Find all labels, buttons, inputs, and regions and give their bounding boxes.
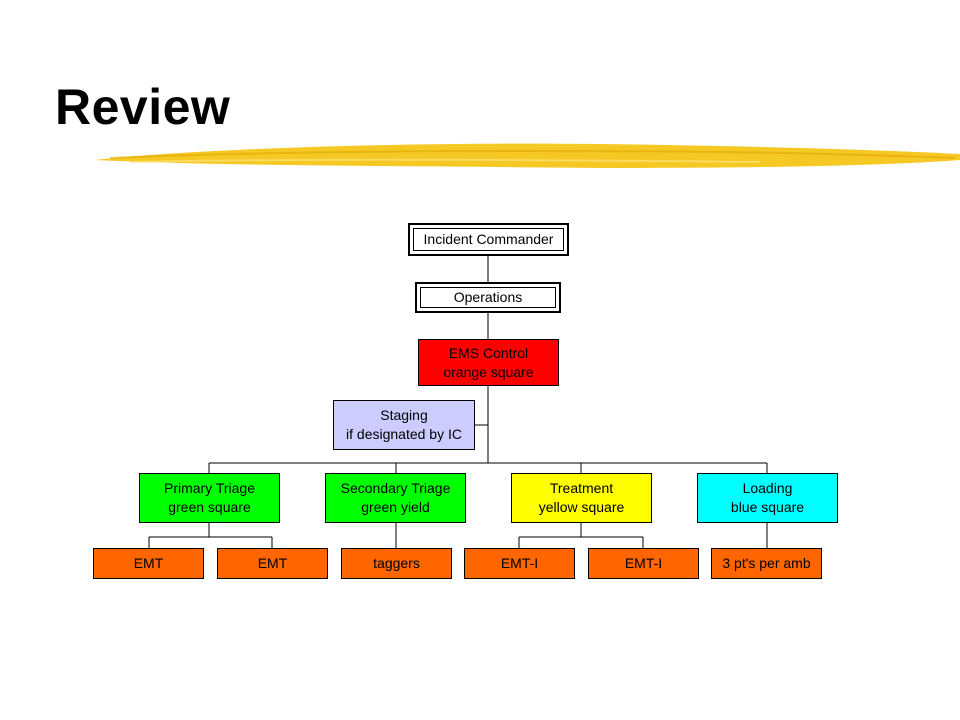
staging-title: Staging <box>380 407 428 423</box>
unit-box-emt-i-2: EMT-I <box>588 548 699 579</box>
staging-box: Staging if designated by IC <box>333 400 475 450</box>
slide-title: Review <box>55 79 231 135</box>
primary-triage-subtitle: green square <box>168 499 251 515</box>
ems-control-title: EMS Control <box>448 344 529 361</box>
treatment-box: Treatment yellow square <box>511 473 652 523</box>
operations-box: Operations <box>415 282 561 313</box>
primary-triage-box: Primary Triage green square <box>139 473 280 523</box>
ems-control-box: EMS Control orange square <box>418 339 559 386</box>
unit-label: EMT <box>257 555 288 571</box>
unit-label: EMT-I <box>500 555 539 571</box>
loading-subtitle: blue square <box>730 499 805 515</box>
primary-triage-title: Primary Triage <box>163 480 256 496</box>
secondary-triage-subtitle: green yield <box>361 499 430 515</box>
unit-box-emt-i-1: EMT-I <box>464 548 575 579</box>
operations-label: Operations <box>453 289 523 305</box>
unit-label: taggers <box>373 555 420 571</box>
unit-label: EMT-I <box>624 555 663 571</box>
unit-box-emt-1: EMT <box>93 548 204 579</box>
treatment-subtitle: yellow square <box>538 499 625 515</box>
unit-box-per-amb: 3 pt's per amb <box>711 548 822 579</box>
incident-commander-box: Incident Commander <box>408 223 569 256</box>
secondary-triage-box: Secondary Triage green yield <box>325 473 466 523</box>
unit-label: EMT <box>133 555 164 571</box>
loading-title: Loading <box>742 480 793 496</box>
loading-box: Loading blue square <box>697 473 838 523</box>
staging-subtitle: if designated by IC <box>346 426 462 442</box>
secondary-triage-title: Secondary Triage <box>340 480 451 496</box>
unit-box-emt-2: EMT <box>217 548 328 579</box>
unit-box-taggers: taggers <box>341 548 452 579</box>
ems-control-subtitle: orange square <box>443 363 534 380</box>
treatment-title: Treatment <box>549 480 614 496</box>
incident-commander-label: Incident Commander <box>423 231 554 247</box>
unit-label: 3 pt's per amb <box>722 555 811 571</box>
